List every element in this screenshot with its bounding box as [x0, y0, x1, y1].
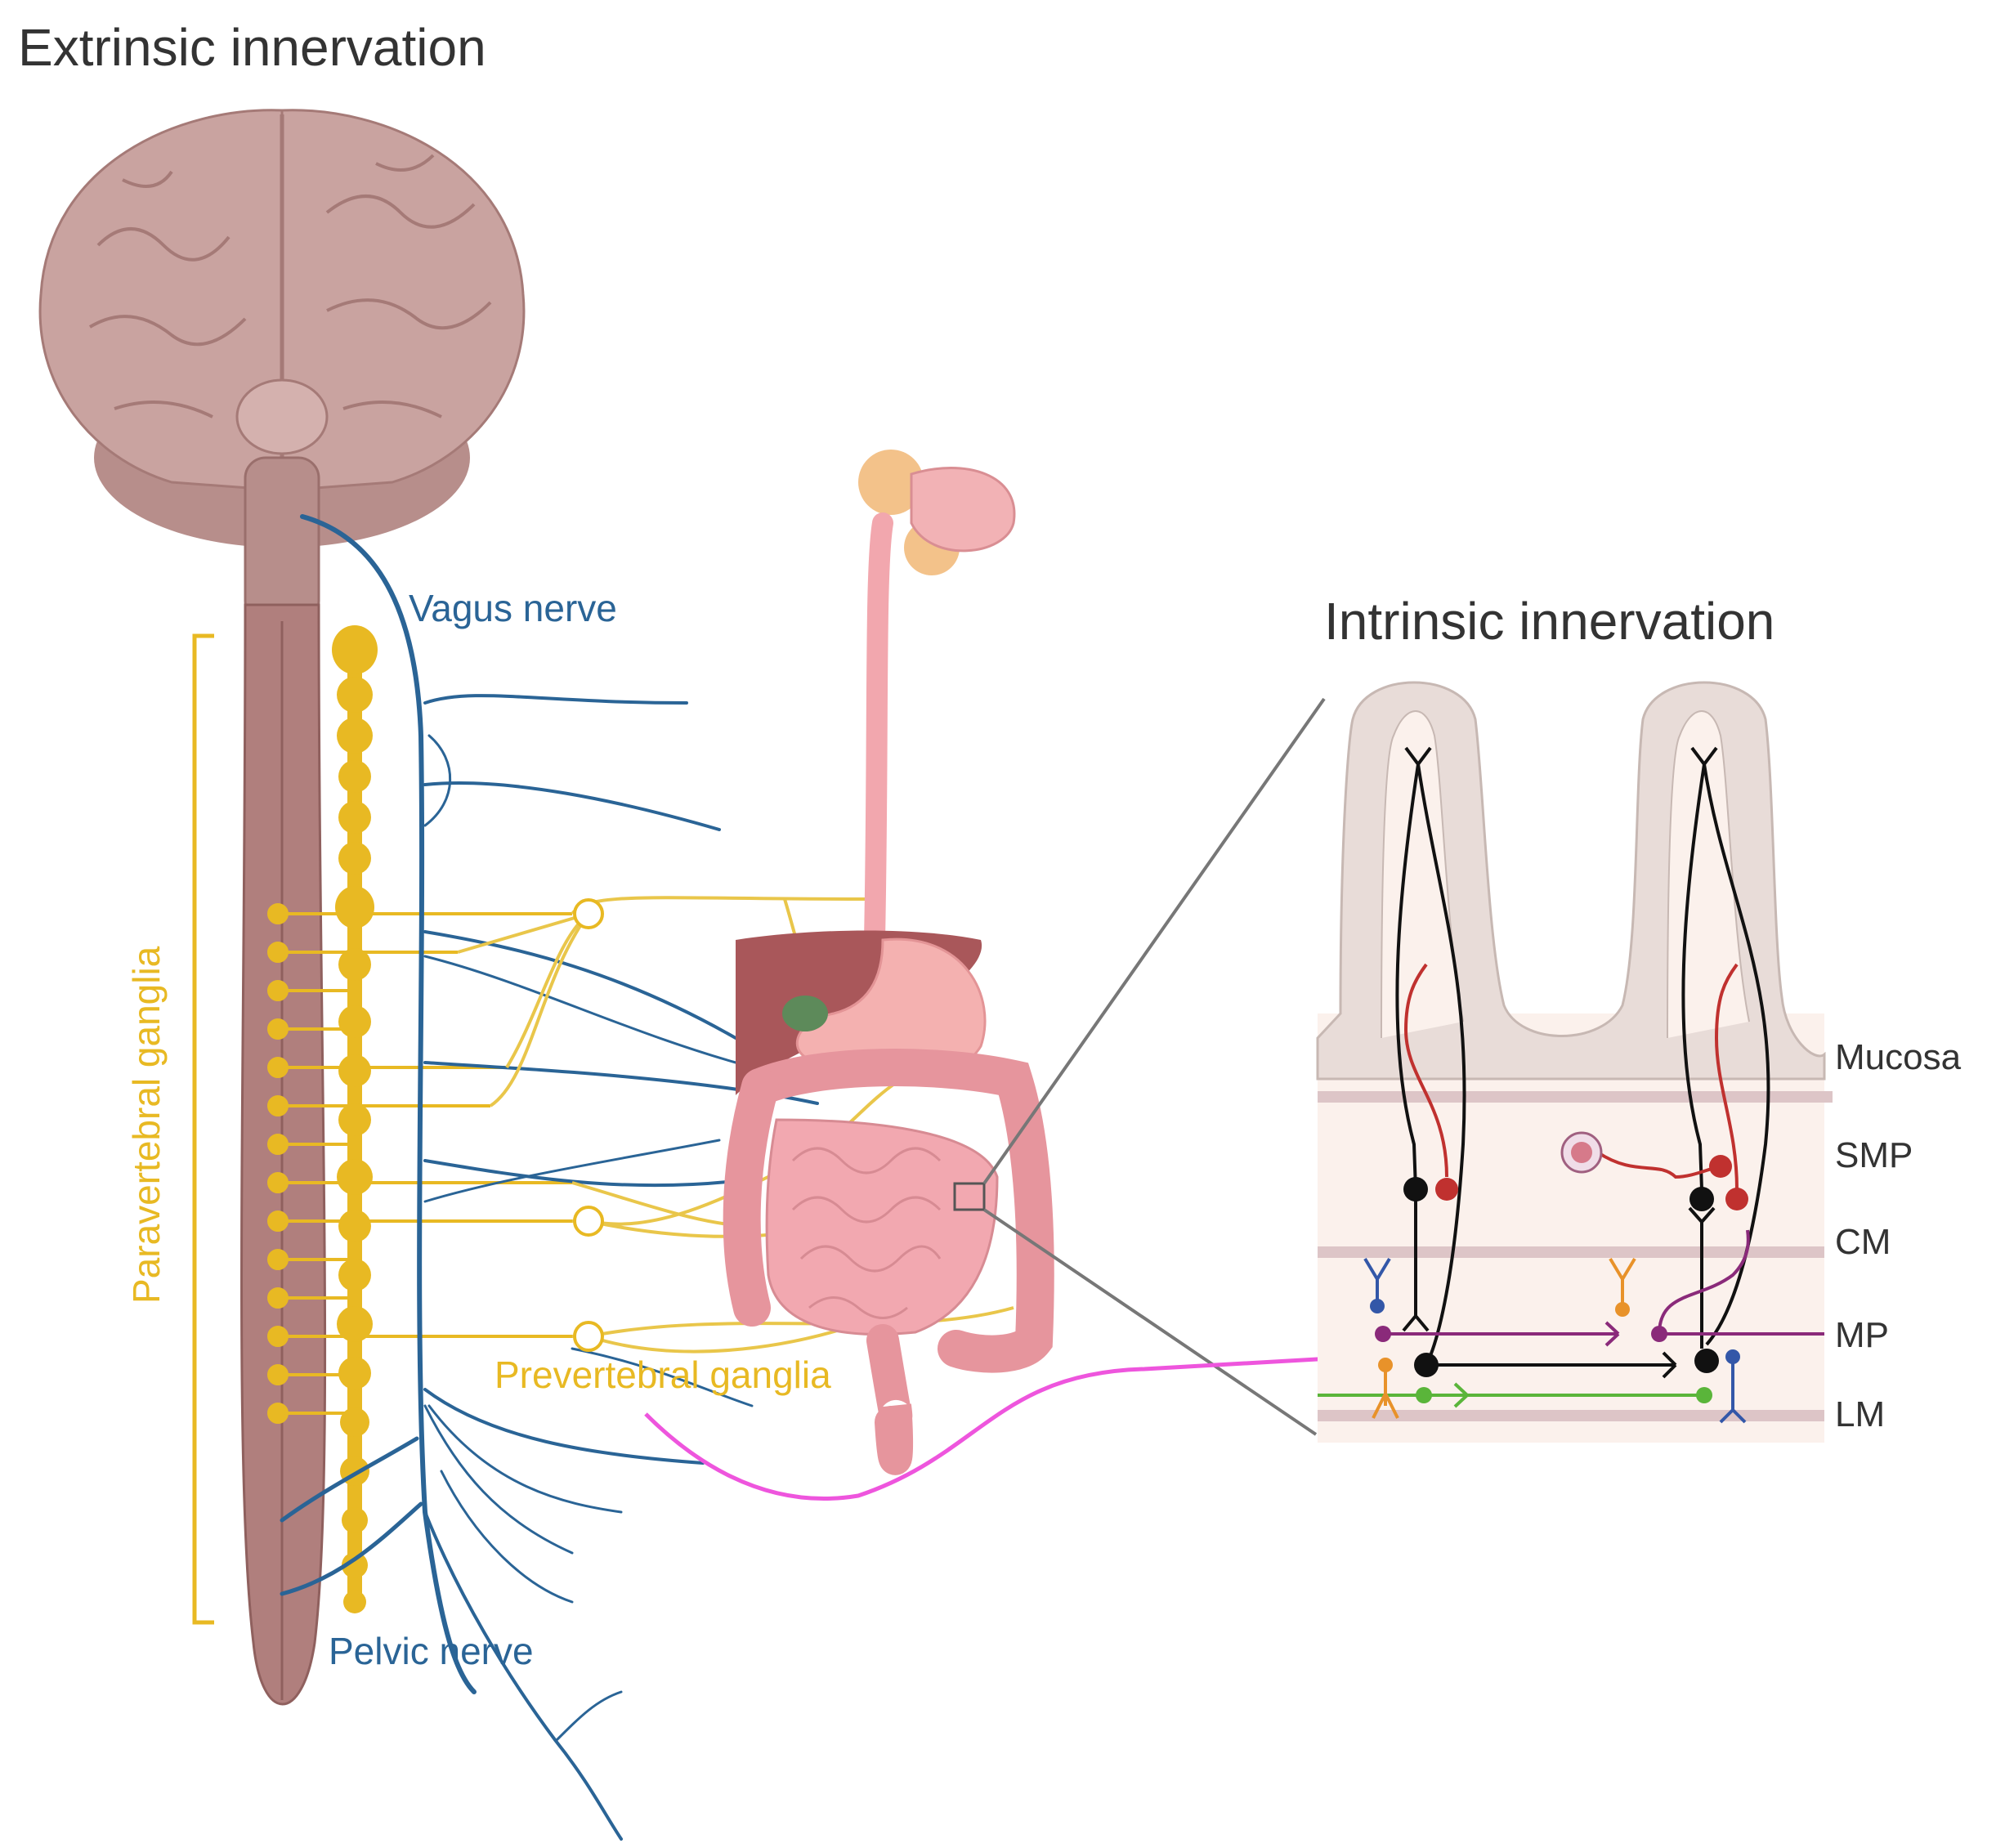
digestive-tract: [723, 450, 1054, 1475]
layer-mucosa: Mucosa: [1835, 1037, 1962, 1077]
layer-mp: MP: [1835, 1315, 1889, 1355]
layer-smp: SMP: [1835, 1135, 1913, 1175]
extrinsic-title: Extrinsic innervation: [18, 18, 486, 77]
blood-vessel: [1560, 1131, 1603, 1174]
layer-cm: CM: [1835, 1222, 1891, 1262]
layer-lm: LM: [1835, 1394, 1885, 1434]
intrinsic-title: Intrinsic innervation: [1324, 592, 1774, 651]
prevertebral-label: Prevertebral ganglia: [495, 1354, 831, 1396]
afferent-fiber: [644, 1354, 1359, 1501]
neuron-cell-bodies: [1370, 1155, 1748, 1403]
paravertebral-bracket: [192, 633, 214, 1625]
spinal-outflow: [267, 903, 572, 1424]
ganglion-superior-mesenteric: [573, 1206, 604, 1237]
paravertebral-label: Paravertebral ganglia: [125, 946, 168, 1304]
receptor-glyphs: [1363, 746, 1747, 1424]
pelvic-label: Pelvic nerve: [329, 1630, 534, 1672]
vagus-label: Vagus nerve: [409, 587, 617, 629]
ganglion-inferior-mesenteric: [573, 1321, 604, 1352]
brain: [38, 109, 526, 623]
zoom-box: [953, 1182, 986, 1211]
enteric-neurons: [1318, 763, 1824, 1397]
sympathetic-chain: [332, 625, 378, 1613]
intestinal-wall: [1316, 681, 1833, 1443]
ganglion-celiac: [573, 898, 604, 929]
vagus-nerve: [300, 514, 819, 1694]
pelvic-nerve: [280, 1436, 623, 1841]
spinal-cord: [240, 603, 327, 1706]
